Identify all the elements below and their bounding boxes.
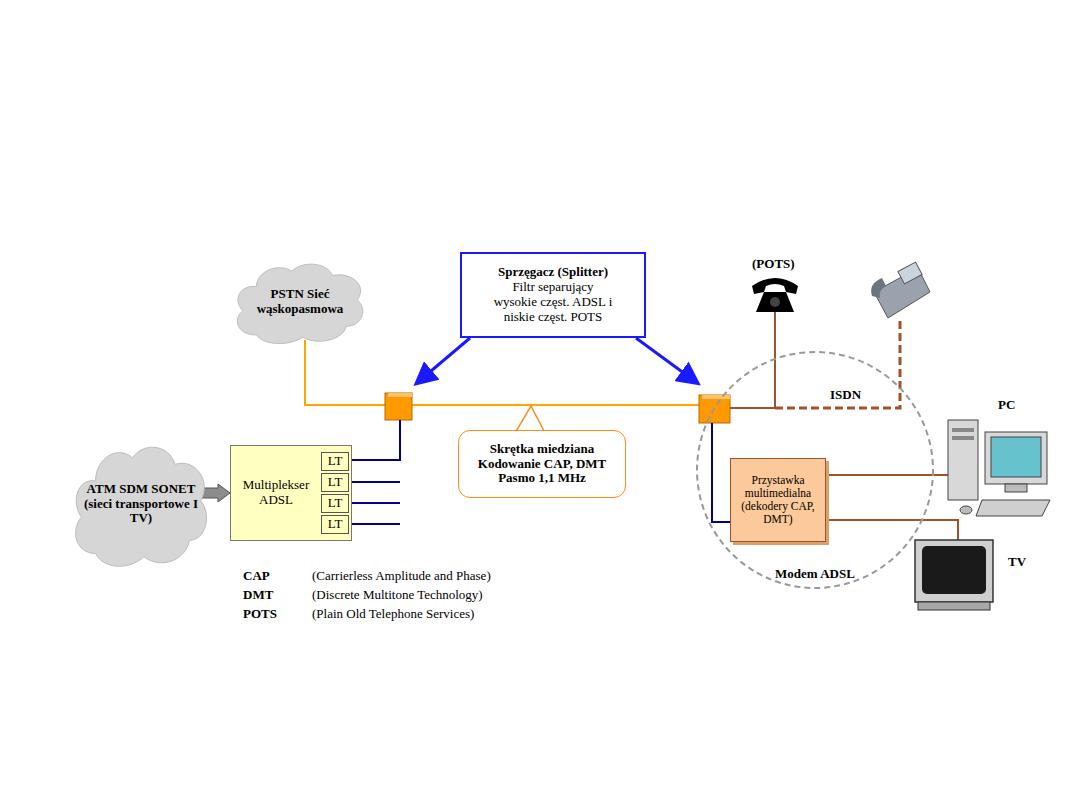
copper-pair xyxy=(412,404,699,406)
node-text: LT xyxy=(328,475,343,490)
component-box: LT xyxy=(321,473,349,492)
network-cloud: PSTN Sieć wąskopasmowa xyxy=(232,258,368,346)
modem-outline: Modem ADSL Przystawka multimedialna (deko… xyxy=(695,350,935,590)
node-text: Modem ADSL xyxy=(695,567,935,582)
phone-line xyxy=(730,312,775,408)
pots-phone xyxy=(752,278,798,312)
lt-line xyxy=(350,420,400,460)
legend-text: (Plain Old Telephone Services) xyxy=(312,607,474,622)
component-box: Skrętka miedziana Kodowanie CAP, DMT Pas… xyxy=(458,430,626,498)
legend-text: (Carrierless Amplitude and Phase) xyxy=(312,569,491,584)
callout-arrow xyxy=(418,338,470,382)
component-box: Multiplekser ADSL LT LT LT LT xyxy=(230,445,352,541)
node-text: Przystawka multimedialna (dekodery CAP, … xyxy=(735,474,821,527)
pc-line xyxy=(826,474,948,476)
splitter-box xyxy=(385,393,412,420)
component-box: LT xyxy=(321,494,349,513)
part-label: TV xyxy=(1008,555,1026,570)
isdn-line xyxy=(775,318,900,408)
node-text: LT xyxy=(328,517,343,532)
node-text: Sprzęgacz (Splitter) xyxy=(498,265,608,280)
network-cloud: ATM SDM SONET (sieci transportowe I TV) xyxy=(70,438,212,570)
node-text: ATM SDM SONET (sieci transportowe I TV) xyxy=(78,482,204,527)
splitter-box xyxy=(388,393,412,397)
lt-line xyxy=(350,523,400,525)
part-label: ISDN xyxy=(828,388,863,403)
node-text: LT xyxy=(328,496,343,511)
component-box: LT xyxy=(321,452,349,471)
isdn-phone xyxy=(871,262,930,318)
part-label: PC xyxy=(998,398,1015,413)
legend-text: DMT xyxy=(243,588,273,603)
lt-line xyxy=(350,481,400,483)
modem-line xyxy=(712,423,730,522)
component-box: Sprzęgacz (Splitter)Filtr separujący wys… xyxy=(460,252,646,338)
node-text: Skrętka miedziana Kodowanie CAP, DMT Pas… xyxy=(469,442,615,487)
tv-icon xyxy=(915,540,993,610)
node-text: LT xyxy=(328,454,343,469)
pstn-line xyxy=(305,340,386,405)
node-text: PSTN Sieć wąskopasmowa xyxy=(246,287,354,317)
node-text: Filtr separujący wysokie częst. ADSL i n… xyxy=(490,280,616,325)
lt-line xyxy=(350,502,400,504)
callout-arrow xyxy=(636,338,696,382)
legend-text: POTS xyxy=(243,607,277,622)
splitter-box xyxy=(702,395,730,399)
node-text: Multiplekser ADSL xyxy=(235,478,317,508)
component-box: LT xyxy=(321,515,349,534)
part-label: (POTS) xyxy=(752,257,795,272)
legend-text: (Discrete Multitone Technology) xyxy=(312,588,483,603)
tv-line xyxy=(826,520,958,540)
callout-tail xyxy=(515,406,545,433)
legend-text: CAP xyxy=(243,569,270,584)
component-box: Przystawka multimedialna (dekodery CAP, … xyxy=(730,458,826,542)
pc-icon xyxy=(948,420,1050,516)
